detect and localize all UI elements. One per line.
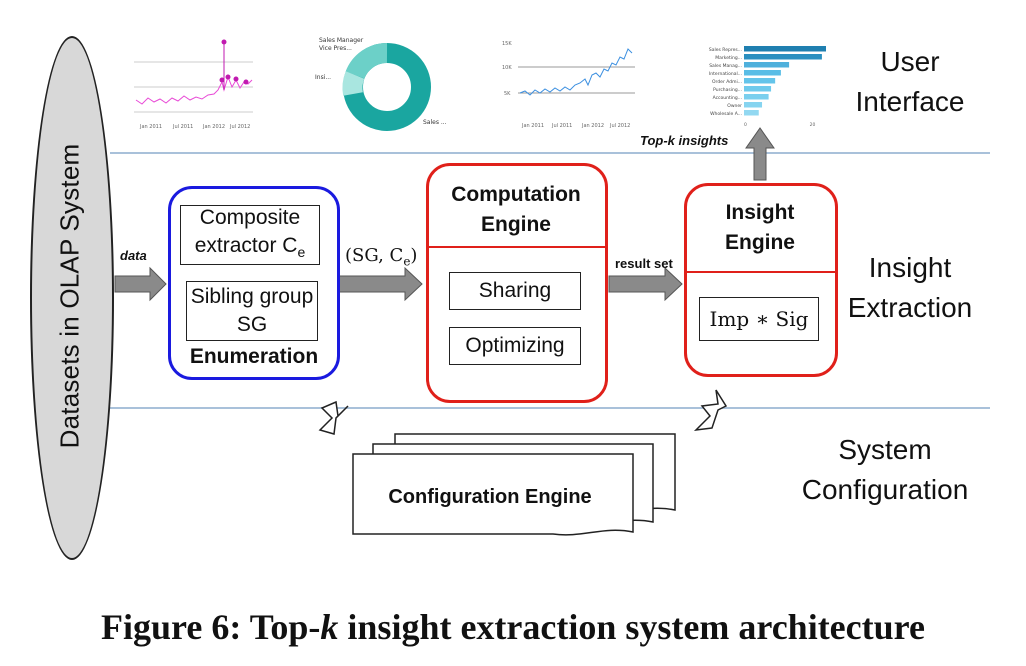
computation-engine-title: Computation Engine [451, 183, 581, 236]
layer-divider-bottom [110, 407, 990, 409]
donut-label: Vice Pres... [319, 45, 352, 52]
sg-ce-label: (SG, Ce) [345, 245, 417, 269]
configuration-engine-stack [352, 433, 676, 536]
bar-thumb-label: Owner [727, 103, 742, 109]
bar-thumb-label: Order Admi... [712, 79, 742, 85]
line2-tick-x: Jul 2012 [609, 123, 630, 129]
bar-thumb-label: Sales Manag... [709, 63, 742, 69]
figure-caption: Figure 6: Top-k insight extraction syste… [0, 606, 1026, 648]
bar-thumb-bar [744, 102, 763, 108]
line2-tick-x: Jul 2011 [551, 123, 572, 129]
enumeration-title: Enumeration [189, 345, 319, 368]
bar-thumb-axis-tick: 20 [810, 122, 816, 128]
layer-label-system-configuration: System Configuration [801, 434, 969, 505]
line2-tick-x: Jan 2012 [581, 123, 604, 129]
bar-thumb-axis-tick: 0 [744, 122, 747, 128]
bar-thumb-bar [744, 78, 776, 84]
line2-tick-y: 5K [504, 91, 511, 97]
enumeration-box [168, 186, 340, 380]
line2-tick-y: 10K [502, 65, 512, 71]
optimizing-box: Optimizing [449, 327, 581, 365]
sg-ce-subscript: e [403, 254, 411, 269]
data-label: data [120, 248, 147, 263]
bar-thumb-bar [744, 46, 826, 52]
bar-thumb-label: Sales Repres... [709, 47, 742, 53]
topk-insights-label: Top-k insights [640, 133, 729, 148]
thumbnail-line-chart-blue: 15K 10K 5K Jan 2011 Jul 2011 Jan 2012 Ju… [500, 35, 640, 135]
sharing-label: Sharing [478, 279, 552, 302]
configuration-engine-title: Configuration Engine [388, 486, 592, 508]
bar-thumb-bar [744, 94, 769, 100]
result-set-label: result set [615, 256, 673, 271]
bar-thumb-bar [744, 86, 772, 92]
composite-extractor-subscript: e [297, 244, 306, 261]
computation-engine-box [426, 163, 608, 403]
bar-thumb-label: Wholesale A... [710, 111, 742, 117]
flow-arrows [114, 127, 775, 435]
bar-thumb-label: Purchasing... [713, 87, 742, 93]
layer-label-insight-extraction: Insight Extraction [847, 252, 973, 323]
imp-sig-box: Imp ∗ Sig [699, 297, 819, 341]
bar-thumb-label: Marketing... [715, 55, 742, 61]
line1-tick-x: Jan 2011 [139, 124, 162, 130]
topk-up-arrow [745, 127, 775, 181]
sibling-group-label: Sibling group SG [190, 285, 314, 336]
thumbnail-line-chart-pink: Jan 2011 Jul 2011 Jan 2012 Jul 2012 [118, 32, 258, 132]
sg-ce-arrow [337, 266, 423, 302]
layer-label-user-interface: User Interface [855, 46, 965, 117]
donut-label: Sales Manager [319, 37, 364, 44]
sibling-group-box: Sibling group SG [186, 281, 318, 341]
config-to-enumeration-arrow [318, 400, 349, 435]
data-arrow [114, 266, 167, 302]
donut-label: Insi... [315, 74, 331, 81]
bar-thumb-label: International... [709, 71, 742, 77]
thumbnail-donut-chart: Sales Manager Vice Pres... Insi... Sales… [305, 32, 455, 132]
line2-tick-y: 15K [502, 41, 512, 47]
bar-thumb-bar [744, 70, 781, 76]
result-set-arrow [608, 266, 683, 302]
composite-extractor-box: Composite extractor Ce [180, 205, 320, 265]
bar-thumb-bar [744, 110, 759, 116]
line1-tick-x: Jan 2012 [202, 124, 225, 130]
sg-ce-text: (SG, C [345, 245, 404, 266]
sg-ce-close: ) [410, 245, 418, 266]
composite-extractor-label: Composite extractor C [194, 205, 301, 257]
layer-divider-top [110, 152, 990, 154]
computation-engine-divider [429, 246, 605, 248]
caption-k: k [320, 607, 339, 647]
olap-datasets-ellipse [30, 36, 114, 560]
imp-sig-label: Imp ∗ Sig [709, 307, 809, 331]
optimizing-label: Optimizing [465, 334, 565, 357]
composite-extractor-text: Composite extractor Ce [181, 204, 319, 266]
line1-tick-x: Jul 2011 [172, 124, 193, 130]
insight-engine-title: Insight Engine [724, 201, 795, 254]
bar-thumb-bar [744, 54, 822, 60]
line1-tick-x: Jul 2012 [229, 124, 250, 130]
caption-prefix: Figure 6: Top- [101, 607, 321, 647]
sharing-box: Sharing [449, 272, 581, 310]
insight-engine-box [684, 183, 838, 377]
line2-tick-x: Jan 2011 [521, 123, 544, 129]
config-to-insight-arrow [693, 389, 728, 432]
insight-engine-divider [687, 271, 835, 273]
donut-label: Sales ... [423, 119, 447, 126]
bar-thumb-label: Accounting... [713, 95, 742, 101]
caption-suffix: insight extraction system architecture [338, 607, 925, 647]
thumbnail-bar-chart: Sales Repres... Marketing... Sales Manag..… [700, 40, 830, 130]
bar-thumb-bar [744, 62, 790, 68]
